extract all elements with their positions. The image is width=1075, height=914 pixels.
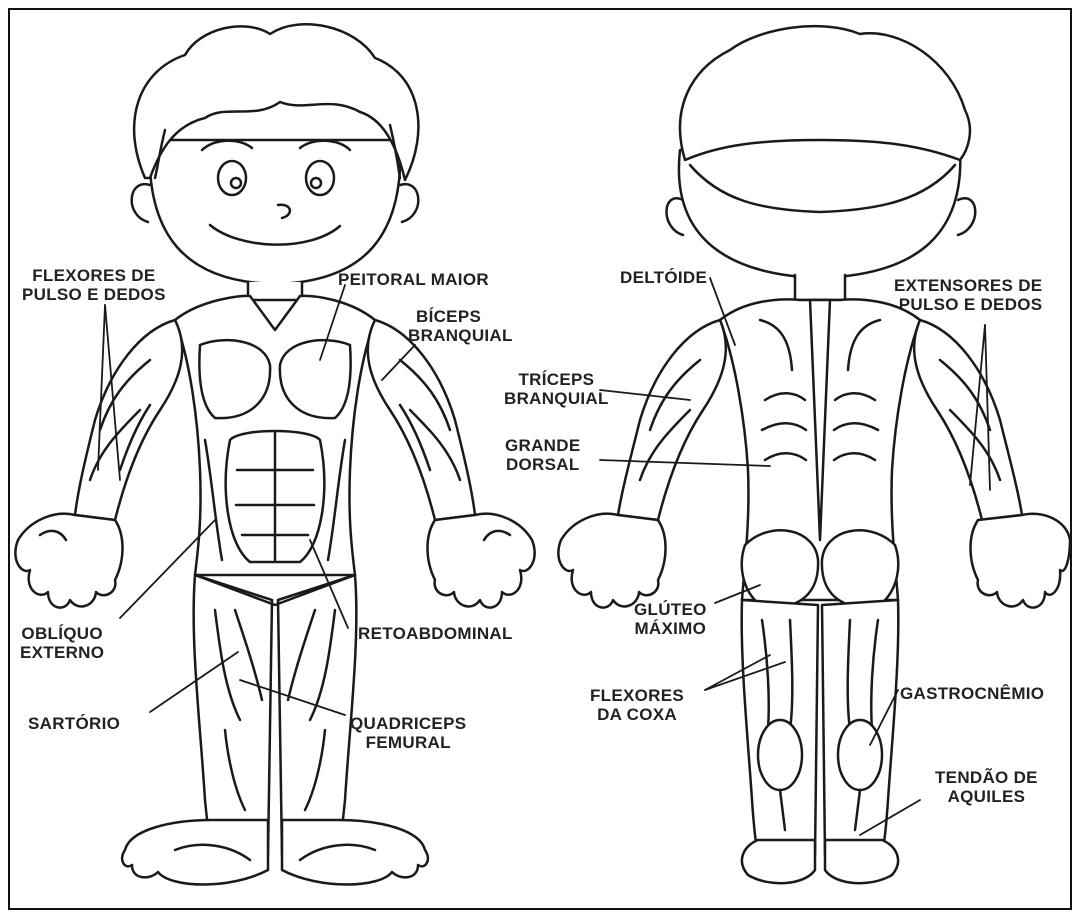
label-triceps: TRÍCEPS BRANQUIAL [504, 370, 609, 408]
label-retoabdominal: RETOABDOMINAL [358, 624, 513, 643]
back-left-hand [558, 514, 665, 608]
label-obliquo-line2: EXTERNO [20, 643, 104, 662]
left-gluteus [742, 530, 818, 607]
label-flexores-coxa: FLEXORES DA COXA [590, 686, 684, 724]
label-biceps-line2: BRANQUIAL [408, 326, 513, 345]
front-left-leg [194, 575, 272, 855]
label-peitoral-maior: PEITORAL MAIOR [338, 270, 489, 289]
label-flexores-coxa-line2: DA COXA [590, 705, 684, 724]
right-calf [838, 720, 882, 790]
right-eye [306, 161, 334, 195]
label-quadriceps-line2: FEMURAL [350, 733, 466, 752]
front-left-hand [15, 514, 122, 608]
label-flexores-pulso: FLEXORES DE PULSO E DEDOS [22, 266, 166, 304]
label-tendao-line2: AQUILES [935, 787, 1038, 806]
back-hair [680, 26, 970, 160]
back-left-heel [742, 840, 815, 883]
label-flexores-pulso-line2: PULSO E DEDOS [22, 285, 166, 304]
label-gluteo: GLÚTEO MÁXIMO [634, 600, 707, 638]
front-figure [15, 24, 534, 884]
back-right-arm [914, 320, 1022, 520]
back-left-arm [618, 320, 726, 520]
label-biceps: BÍCEPS BRANQUIAL [408, 307, 513, 345]
front-right-foot [282, 820, 428, 885]
back-right-hand [971, 514, 1071, 608]
label-obliquo-line1: OBLÍQUO [20, 624, 104, 643]
label-quadriceps: QUADRICEPS FEMURAL [350, 714, 466, 752]
label-tendao-line1: TENDÃO DE [935, 768, 1038, 787]
label-triceps-line2: BRANQUIAL [504, 389, 609, 408]
label-grande-dorsal: GRANDE DORSAL [505, 436, 580, 474]
left-eye [218, 161, 246, 195]
label-gastrocnemio: GASTROCNÊMIO [900, 684, 1044, 703]
label-extensores-line1: EXTENSORES DE [894, 276, 1042, 295]
label-tendao-aquiles: TENDÃO DE AQUILES [935, 768, 1038, 806]
front-right-hand [428, 514, 535, 608]
label-quadriceps-line1: QUADRICEPS [350, 714, 466, 733]
label-flexores-pulso-line1: FLEXORES DE [22, 266, 166, 285]
front-left-foot [122, 820, 268, 885]
label-grande-dorsal-line2: DORSAL [505, 455, 580, 474]
label-grande-dorsal-line1: GRANDE [505, 436, 580, 455]
left-calf [758, 720, 802, 790]
label-biceps-line1: BÍCEPS [408, 307, 513, 326]
label-deltoide: DELTÓIDE [620, 268, 707, 287]
back-figure [558, 26, 1070, 883]
right-gluteus [822, 530, 898, 607]
front-face [150, 140, 401, 284]
label-extensores: EXTENSORES DE PULSO E DEDOS [894, 276, 1042, 314]
label-sartorio: SARTÓRIO [28, 714, 120, 733]
label-gluteo-line1: GLÚTEO [634, 600, 707, 619]
back-head [679, 136, 960, 278]
label-gluteo-line2: MÁXIMO [634, 619, 707, 638]
label-triceps-line1: TRÍCEPS [504, 370, 609, 389]
label-obliquo: OBLÍQUO EXTERNO [20, 624, 104, 662]
label-extensores-line2: PULSO E DEDOS [894, 295, 1042, 314]
label-flexores-coxa-line1: FLEXORES [590, 686, 684, 705]
back-right-heel [825, 840, 898, 883]
